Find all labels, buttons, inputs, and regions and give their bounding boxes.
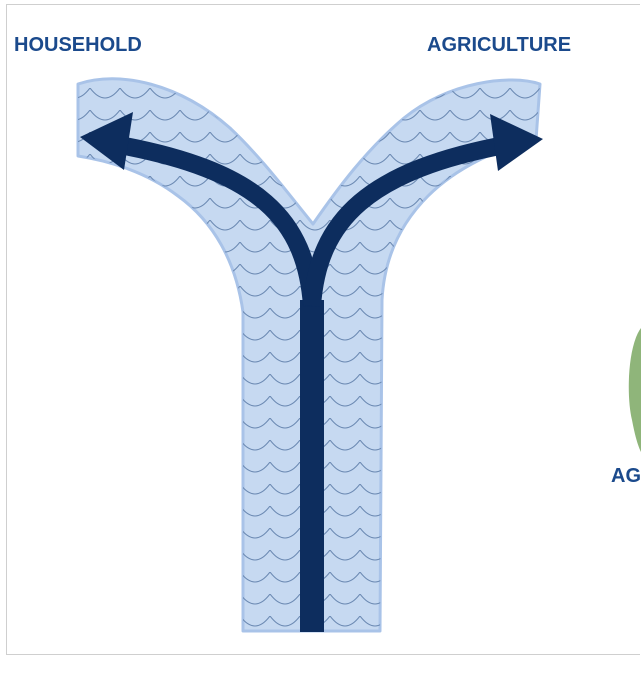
split-arrows (80, 112, 543, 632)
partial-circle-icon (629, 328, 641, 452)
partial-label: AG (611, 465, 641, 488)
household-label: HOUSEHOLD (14, 34, 142, 57)
agriculture-label: AGRICULTURE (427, 34, 571, 57)
